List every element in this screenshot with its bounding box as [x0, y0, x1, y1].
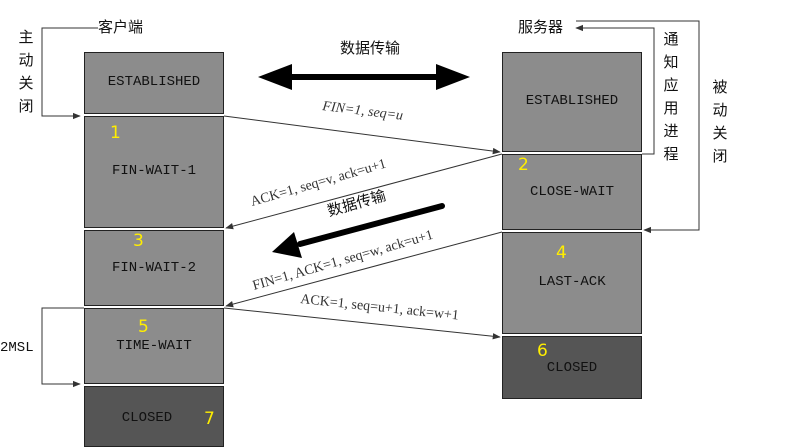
server-state-closed: 6 CLOSED — [502, 336, 642, 399]
server-state-last-ack: 4 LAST-ACK — [502, 232, 642, 334]
client-title: 客户端 — [98, 18, 144, 36]
step-number: 3 — [133, 231, 144, 251]
step-number: 5 — [138, 317, 149, 337]
client-state-fin-wait-2: 3 FIN-WAIT-2 — [84, 230, 224, 306]
server-state-label: ESTABLISHED — [525, 93, 619, 109]
client-state-time-wait: 5 TIME-WAIT — [84, 308, 224, 384]
passive-close-bracket — [576, 20, 700, 234]
step-number: 7 — [204, 409, 215, 429]
final-ack-message-line — [223, 307, 501, 340]
ack-message-line — [225, 153, 503, 230]
notify-app-label: 通知应用进程 — [663, 30, 679, 163]
message-label: FIN=1, seq=u — [321, 99, 404, 124]
fin-ack-message-line — [225, 231, 503, 308]
server-state-close-wait: 2 CLOSE-WAIT — [502, 154, 642, 230]
step-number: 2 — [518, 155, 529, 175]
data-transfer-title: 数据传输 — [340, 39, 400, 57]
data-transfer-secondary-label: 数据传输 — [325, 186, 388, 220]
passive-close-label: 被动关闭 — [712, 78, 728, 165]
fin-message-line — [223, 115, 501, 155]
server-state-label: CLOSED — [546, 360, 598, 376]
server-state-label: LAST-ACK — [538, 274, 606, 290]
message-label: FIN=1, ACK=1, seq=w, ack=u+1 — [251, 228, 435, 294]
two-msl-bracket — [41, 307, 84, 388]
server-title: 服务器 — [518, 18, 564, 36]
data-transfer-double-arrow — [258, 64, 470, 90]
two-msl-label: 2MSL — [0, 340, 34, 356]
data-transfer-arrow — [272, 203, 445, 258]
step-number: 1 — [110, 123, 121, 143]
client-state-label: FIN-WAIT-1 — [111, 163, 196, 179]
client-state-label: FIN-WAIT-2 — [111, 260, 196, 276]
server-state-established: ESTABLISHED — [502, 52, 642, 152]
server-state-label: CLOSE-WAIT — [529, 184, 614, 200]
step-number: 4 — [556, 243, 567, 263]
notify-app-bracket — [575, 24, 655, 155]
client-state-label: CLOSED — [121, 410, 173, 426]
client-state-label: TIME-WAIT — [116, 338, 192, 354]
step-number: 6 — [537, 341, 548, 361]
client-state-closed: 7 CLOSED — [84, 386, 224, 447]
active-close-bracket — [41, 27, 98, 120]
client-state-fin-wait-1: 1 FIN-WAIT-1 — [84, 116, 224, 228]
active-close-label: 主动关闭 — [18, 28, 34, 115]
client-state-label: ESTABLISHED — [107, 74, 201, 90]
client-state-established: ESTABLISHED — [84, 52, 224, 114]
